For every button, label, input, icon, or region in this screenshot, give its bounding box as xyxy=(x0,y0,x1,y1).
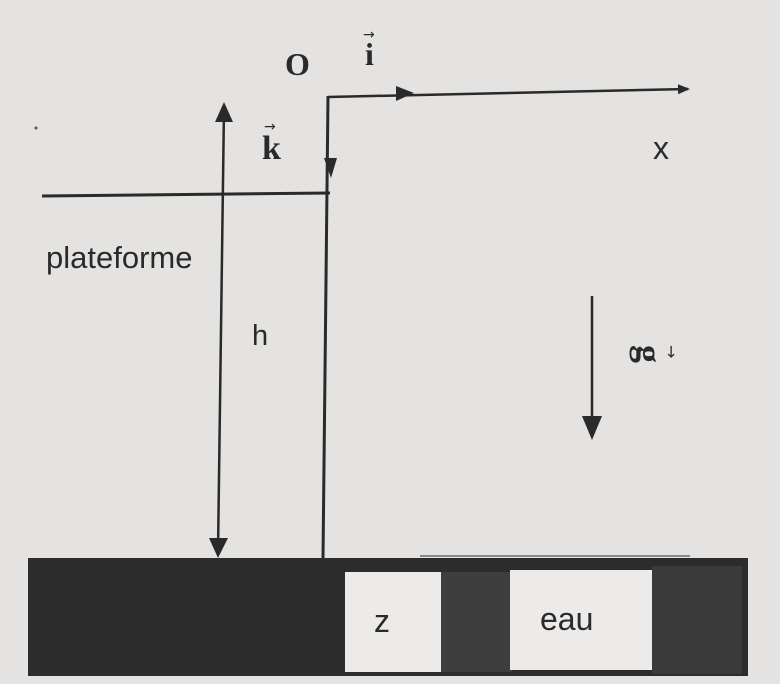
unit-k-text: k xyxy=(262,130,281,167)
ground-texture-right xyxy=(652,566,742,674)
x-axis-label: x xyxy=(653,130,669,166)
unit-i-label: i → xyxy=(363,28,375,72)
water-window xyxy=(510,570,652,670)
height-arrow-bottom xyxy=(209,538,228,558)
x-axis xyxy=(327,84,690,99)
depth-label: z xyxy=(374,603,390,639)
height-arrow-top xyxy=(215,102,233,122)
platform-label: plateforme xyxy=(46,240,193,275)
unit-i-vector-mark: → xyxy=(363,27,375,43)
height-label: h xyxy=(252,320,269,352)
unit-k-vector-mark: → xyxy=(264,119,276,135)
water-label: eau xyxy=(540,601,594,637)
gravity-vector-mark: → xyxy=(662,345,681,359)
unit-k-label: k → xyxy=(262,120,281,167)
depth-window xyxy=(345,572,441,672)
height-arrow xyxy=(216,107,226,553)
gravity-arrow-head xyxy=(582,416,602,440)
speck xyxy=(34,126,38,130)
gravity-label: g → xyxy=(629,345,681,363)
wall-line xyxy=(321,95,330,559)
unit-i-text: i xyxy=(365,36,374,72)
ground-texture xyxy=(440,572,512,672)
wall-down-arrow xyxy=(324,158,337,178)
origin-label: O xyxy=(285,46,310,82)
unit-i-arrow xyxy=(396,86,414,101)
platform-line xyxy=(41,191,331,198)
